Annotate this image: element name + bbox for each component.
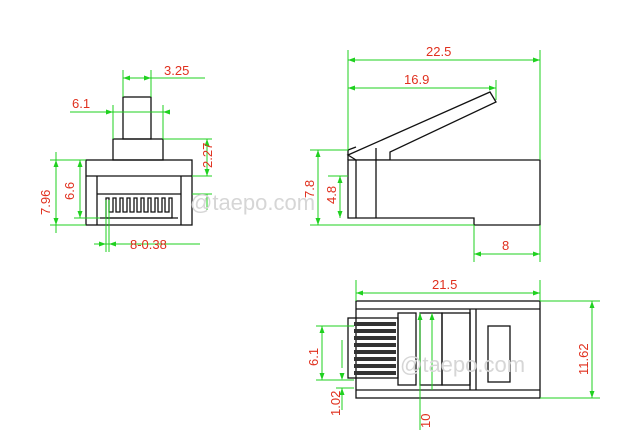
side-view: 22.5 16.9 7.8 4.8 8	[302, 44, 541, 262]
dim-latch-length: 16.9	[404, 72, 429, 87]
dim-body-height: 7.96	[38, 190, 53, 215]
dim-latch-width: 3.25	[164, 63, 189, 78]
dim-side-height: 7.8	[302, 180, 317, 198]
side-body	[347, 159, 541, 226]
contact-pins	[105, 197, 173, 219]
dim-pin-pitch: 8-0.38	[130, 237, 167, 252]
dim-top-width: 11.62	[576, 343, 591, 375]
watermark-lower: @taepo.com	[400, 352, 525, 377]
watermark-upper: @taepo.com	[190, 190, 315, 215]
plug-body	[85, 159, 193, 226]
latch-neck	[112, 138, 164, 161]
dim-tail-length: 8	[502, 238, 509, 253]
dim-inner-height: 4.8	[324, 186, 339, 204]
top-body	[355, 300, 541, 399]
front-view: 3.25 6.1 2.27 7.96 6.6	[38, 63, 215, 252]
dim-contact-pitch: 1.02	[328, 391, 343, 416]
top-view: 21.5 11.62 6.1 1.02 10	[306, 277, 600, 430]
dim-contact-height: 6.6	[62, 182, 77, 200]
dim-body-length: 21.5	[432, 277, 457, 292]
dim-window-offset: 10	[418, 414, 433, 428]
dim-latch-height: 6.1	[72, 96, 90, 111]
latch-tab	[122, 96, 152, 140]
top-contacts	[354, 322, 396, 375]
dim-latch-step: 2.27	[200, 143, 215, 168]
dim-overall-length: 22.5	[426, 44, 451, 59]
latch-arm	[346, 91, 497, 161]
dim-contact-span: 6.1	[306, 348, 321, 366]
latch-window	[487, 325, 511, 383]
